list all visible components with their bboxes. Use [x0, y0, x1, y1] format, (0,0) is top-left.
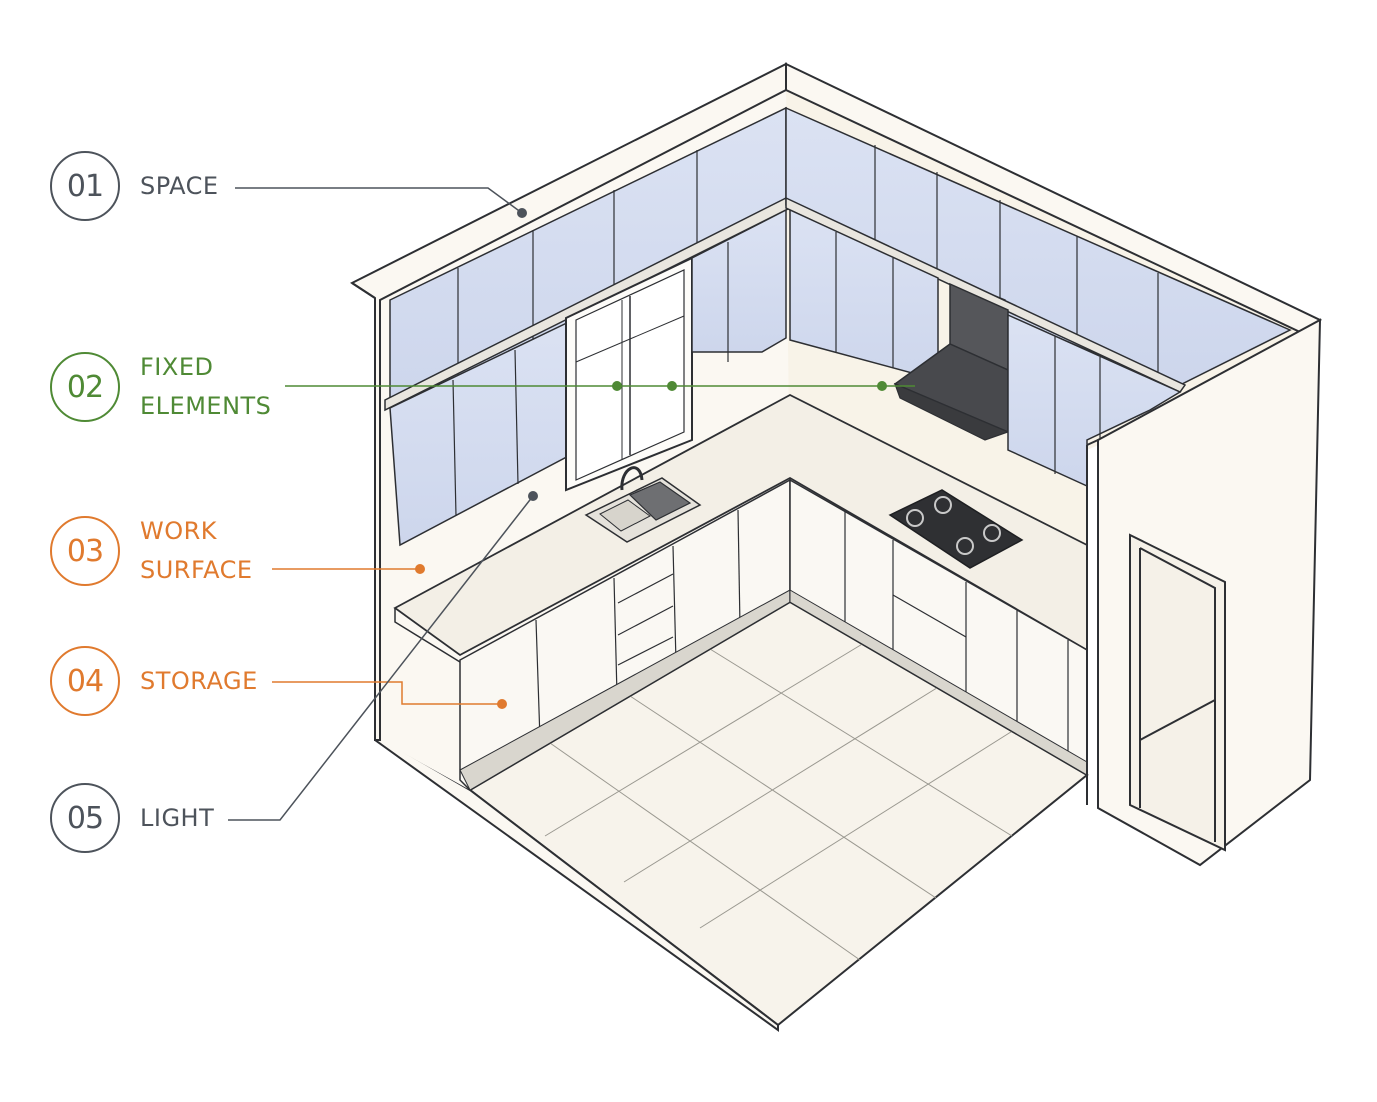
legend-label-line: LIGHT [140, 803, 215, 832]
legend-label: STORAGE [140, 662, 258, 701]
tall-cabinets-right-right [1007, 313, 1182, 488]
legend-label-line: STORAGE [140, 666, 258, 695]
legend-label: WORK SURFACE [140, 512, 253, 590]
legend-label-line: ELEMENTS [140, 392, 272, 420]
legend-number-badge: 05 [50, 783, 120, 853]
legend-label-line: FIXED [140, 353, 214, 381]
legend-label-line: WORK [140, 517, 218, 545]
sink [584, 466, 702, 543]
legend-number-badge: 03 [50, 516, 120, 586]
legend-number-badge: 04 [50, 646, 120, 716]
legend-label: SPACE [140, 167, 219, 206]
leader-light [228, 495, 534, 821]
legend-number-badge: 01 [50, 151, 120, 221]
upper-cabinet-seams-lower [452, 349, 519, 517]
leader-space [235, 187, 523, 214]
legend-item-work-surface: 03 WORK SURFACE [50, 512, 253, 590]
cooker-hood [893, 282, 1010, 441]
legend-label-line: SPACE [140, 171, 219, 200]
floor-tiles [544, 642, 1015, 961]
leader-lines [228, 187, 915, 821]
legend-number-badge: 02 [50, 352, 120, 422]
legend-label-line: SURFACE [140, 556, 253, 584]
legend-item-fixed-elements: 02 FIXED ELEMENTS [50, 348, 271, 426]
legend-label: FIXED ELEMENTS [140, 348, 271, 426]
base-cabinet-seams-right [844, 512, 1069, 762]
doorway [1129, 533, 1226, 852]
legend-item-storage: 04 STORAGE [50, 646, 258, 716]
base-cabinet-seams-left [535, 509, 741, 741]
legend-label: LIGHT [140, 799, 214, 838]
leader-dots [415, 208, 887, 709]
upper-cabinet-seams-left [457, 150, 698, 380]
window [565, 256, 693, 492]
leader-storage [272, 681, 502, 705]
upper-cabinet-seams-right [874, 145, 1159, 372]
cooktop [888, 489, 1024, 569]
tall-cabinets-back [691, 208, 787, 353]
legend-item-light: 05 LIGHT [50, 783, 214, 853]
legend-item-space: 01 SPACE [50, 151, 219, 221]
